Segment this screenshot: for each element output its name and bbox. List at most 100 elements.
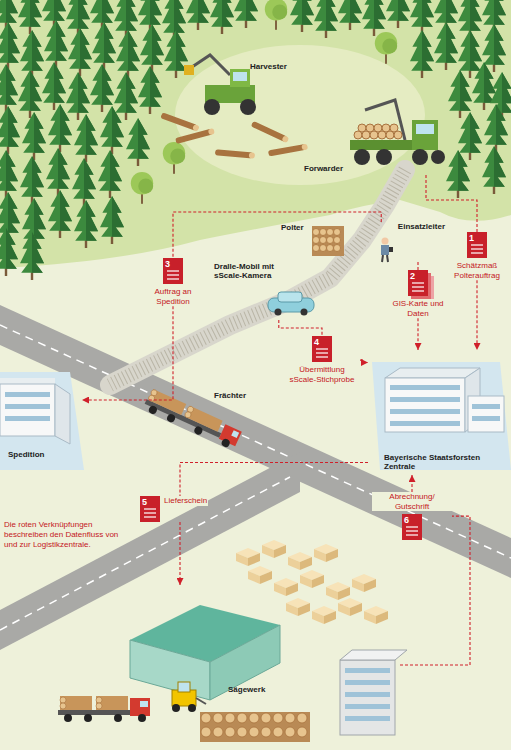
callout-caption: Auftrag an Spedition <box>140 287 206 306</box>
sawmill <box>196 698 206 704</box>
forwarder <box>382 124 390 132</box>
callout-number: 3 <box>165 259 170 269</box>
forwarder <box>354 149 370 165</box>
building-label: Bayerische Staatsforsten Zentrale <box>368 350 507 475</box>
sawmill <box>273 727 283 737</box>
sawmill <box>213 713 223 723</box>
person <box>389 247 393 252</box>
forest <box>0 228 18 276</box>
callout-number: 6 <box>404 515 409 525</box>
legend-note: Die roten Verknüpfungen beschreiben den … <box>4 520 122 550</box>
document-line <box>144 516 156 517</box>
callout-caption: Übermittlung sScale-Stichprobe <box>284 365 360 384</box>
measuring-car <box>301 309 308 316</box>
forest <box>72 158 96 206</box>
document-line <box>167 274 179 275</box>
document-icon: 6 <box>402 514 422 540</box>
forest <box>44 20 68 68</box>
forest <box>126 118 150 166</box>
document-line <box>412 290 424 291</box>
forest <box>186 0 210 30</box>
document-callout: 4Übermittlung sScale-Stichprobe <box>284 336 360 384</box>
sawmill <box>364 606 388 624</box>
sawmill <box>297 713 307 723</box>
log-truck <box>220 438 231 449</box>
document-callout: 5Lieferschein <box>140 496 220 522</box>
forest <box>0 150 18 198</box>
forest <box>42 62 66 110</box>
sawmill <box>248 566 272 584</box>
mill-truck <box>60 697 102 709</box>
log-truck <box>231 430 239 438</box>
document-line <box>144 508 156 509</box>
forest <box>458 30 482 78</box>
mill-truck <box>96 696 128 710</box>
forwarder <box>354 124 402 139</box>
forest <box>338 0 362 30</box>
callout-caption: Lieferschein <box>163 496 208 506</box>
forest <box>131 172 153 204</box>
callout-caption: GIS-Karte und Daten <box>390 299 446 318</box>
data-flow-connector <box>360 360 368 362</box>
document-icon: 4 <box>312 336 332 362</box>
sawmill <box>288 552 312 570</box>
headquarters-building <box>472 416 500 421</box>
document-line <box>144 512 156 513</box>
data-flow-connector <box>411 475 412 492</box>
callout-caption: Schätzmaß Polterauftrag <box>447 261 507 280</box>
forwarder <box>365 100 405 140</box>
headquarters-building <box>385 368 480 378</box>
harvester <box>184 65 194 75</box>
forwarder <box>412 149 428 165</box>
callout-number: 1 <box>469 233 474 243</box>
sawmill <box>314 544 338 562</box>
forest <box>448 70 472 118</box>
document-icon: 3 <box>163 258 183 284</box>
headquarters-building <box>385 378 465 432</box>
log-pile <box>320 245 327 252</box>
forest <box>98 150 122 198</box>
road <box>0 305 511 578</box>
log-pile <box>313 229 341 252</box>
log-truck <box>148 394 156 402</box>
callout-caption: Abrechnung/ Gutschrift <box>372 492 452 511</box>
person <box>382 238 389 245</box>
forest <box>140 24 164 72</box>
forwarder <box>350 100 445 165</box>
spedition-building <box>5 392 50 397</box>
forwarder <box>376 149 392 165</box>
building-label: Sägewerk <box>118 585 400 745</box>
forest <box>375 32 397 64</box>
ground <box>0 0 511 268</box>
forest <box>446 150 470 198</box>
spedition-building <box>0 378 55 384</box>
sawmill <box>338 598 362 616</box>
node-label: Forwarder <box>304 164 343 173</box>
sawmill <box>249 713 259 723</box>
mill-truck <box>60 697 66 703</box>
forest <box>138 0 162 32</box>
sawmill <box>201 727 211 737</box>
log-truck <box>184 411 192 419</box>
log-pile <box>320 237 327 244</box>
harvester <box>230 69 250 87</box>
forwarder <box>358 124 366 132</box>
forest <box>74 200 98 248</box>
forest <box>0 64 18 112</box>
log-pile <box>334 245 341 252</box>
log-pile <box>334 229 341 236</box>
forest <box>20 156 44 204</box>
measuring-car <box>268 292 314 316</box>
spedition-building <box>5 416 50 421</box>
document-icon: 2 <box>408 270 428 296</box>
person <box>381 245 389 255</box>
forest <box>114 72 138 120</box>
forest <box>458 112 482 160</box>
sawmill <box>188 704 196 712</box>
forest <box>18 0 42 34</box>
document-icon: 1 <box>467 232 487 258</box>
forest <box>46 148 70 196</box>
